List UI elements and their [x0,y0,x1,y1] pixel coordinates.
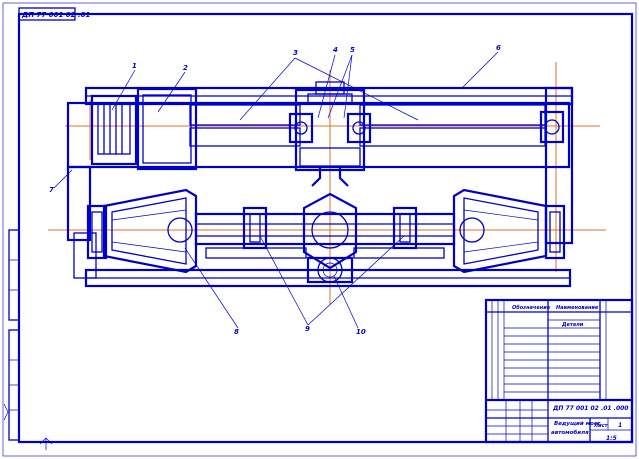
left-side-strip [8,229,20,441]
top-stamp-text: ДП 77 001 02 .01 [21,11,90,19]
callout-6: 6 [496,44,501,52]
callouts: 1 2 3 4 5 6 7 8 9 10 [49,44,501,336]
parts-header-name: Наименование [556,305,599,311]
callout-7: 7 [49,186,54,194]
axis-lines [48,62,606,305]
title-sheets-count: 1 [618,422,622,429]
title-scale: 1:5 [606,435,617,442]
main-frame [66,86,574,288]
title-block: Обозначение Наименование Детали ДП 77 00… [484,298,634,444]
parts-section-label: Детали [561,322,584,328]
callout-9: 9 [305,325,310,333]
leader-lines [53,51,499,329]
callout-10: 10 [356,328,366,336]
callout-2: 2 [183,64,188,72]
callout-5: 5 [350,46,355,54]
top-stamp: ДП 77 001 02 .01 [18,7,90,21]
callout-4: 4 [333,46,338,54]
title-line-1: Ведущий мост [554,421,601,427]
callout-3: 3 [293,49,298,57]
lower-axle-assembly [86,188,566,284]
corner-marks [3,403,53,450]
title-line-2: автомобиля [551,429,589,436]
title-sheet-label: Лист [593,423,609,429]
title-doc-number: ДП 77 001 02 .01 .000 [552,405,628,412]
callout-8: 8 [234,328,239,336]
callout-1: 1 [132,62,137,70]
parts-header-designation: Обозначение [512,304,551,311]
upper-shaft-assembly [90,81,565,187]
